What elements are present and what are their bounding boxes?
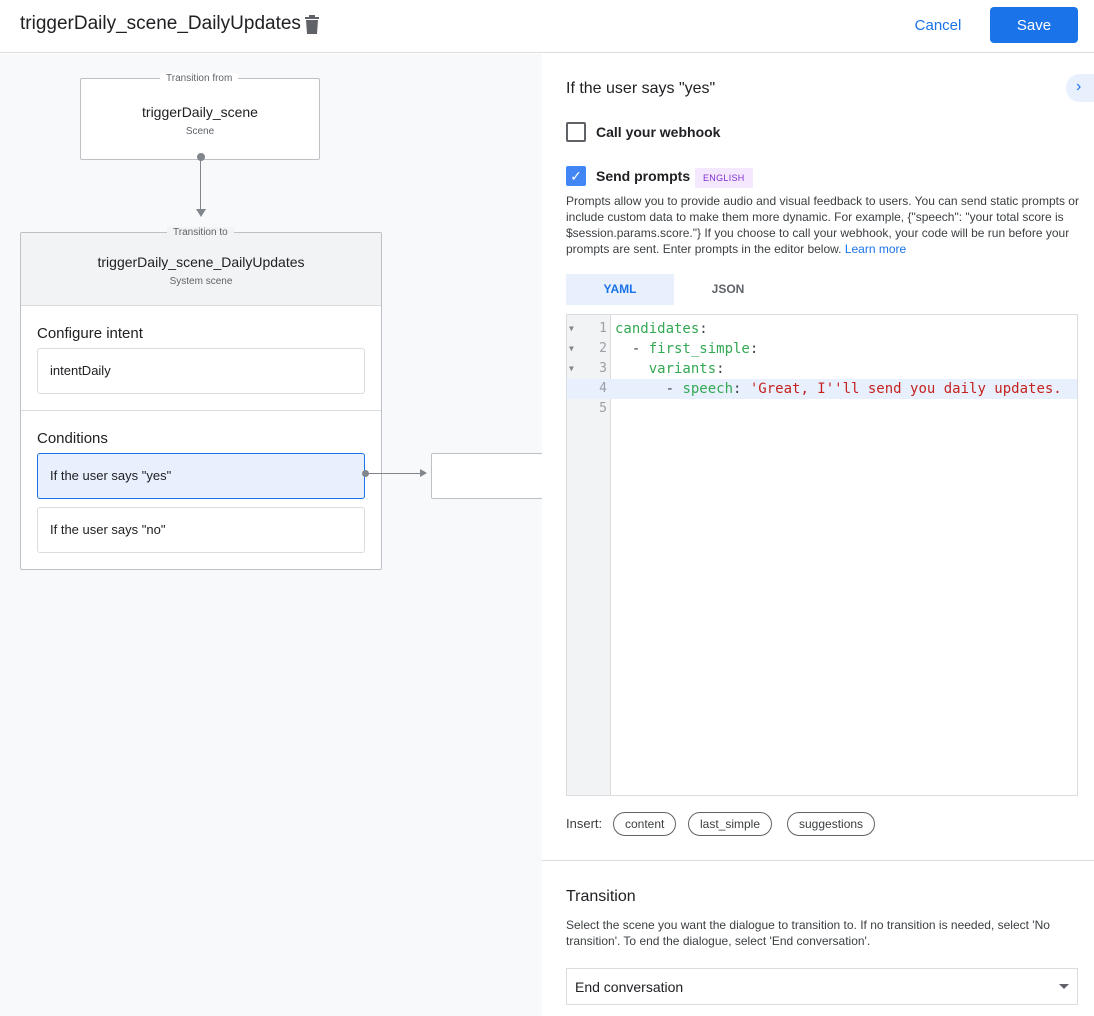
target-scene-node[interactable] <box>431 453 542 499</box>
yaml-key: variants <box>648 361 717 377</box>
learn-more-link[interactable]: Learn more <box>844 242 907 256</box>
code-line: 4 - speech: 'Great, I''ll send you daily… <box>567 379 1077 399</box>
code-line: ▼3 variants: <box>569 361 734 377</box>
transition-to-node[interactable]: triggerDaily_scene_DailyUpdates System s… <box>20 232 382 570</box>
condition-no[interactable]: If the user says "no" <box>37 507 365 553</box>
yaml-key: first_simple <box>648 341 750 357</box>
line-number: 2 <box>599 341 607 356</box>
insert-last-simple-chip[interactable]: last_simple <box>688 812 773 836</box>
insert-label: Insert: <box>566 816 603 831</box>
fold-arrow-icon[interactable]: ▼ <box>569 364 574 373</box>
connector-line <box>200 160 201 210</box>
insert-suggestions-chip[interactable]: suggestions <box>787 812 876 836</box>
panel-heading: If the user says "yes" <box>566 80 716 97</box>
chevron-right-icon[interactable]: › <box>1066 74 1094 102</box>
condition-yes[interactable]: If the user says "yes" <box>37 453 365 499</box>
from-scene-title: triggerDaily_scene <box>142 104 258 120</box>
send-prompts-label: Send prompts <box>596 168 691 184</box>
line-number: 3 <box>599 361 607 376</box>
to-scene-title: triggerDaily_scene_DailyUpdates <box>97 254 305 270</box>
connector-dot <box>362 470 369 477</box>
tab-yaml[interactable]: YAML <box>566 274 674 305</box>
from-scene-type: Scene <box>185 126 215 137</box>
description-text: Prompts allow you to provide audio and v… <box>566 194 1079 256</box>
arrow-right-icon <box>420 469 427 477</box>
transition-description: Select the scene you want the dialogue t… <box>566 918 1050 948</box>
flow-canvas[interactable]: triggerDaily_scene Scene Transition from… <box>0 54 542 1016</box>
connector-line <box>368 473 420 474</box>
configure-intent-heading: Configure intent <box>37 325 143 342</box>
transition-to-label: Transition to <box>167 227 234 238</box>
language-badge: ENGLISH <box>695 168 753 188</box>
fold-arrow-icon[interactable]: ▼ <box>569 324 574 333</box>
transition-from-node[interactable]: triggerDaily_scene Scene <box>80 78 320 160</box>
code-line: 5 <box>567 399 1077 419</box>
yaml-key: speech <box>682 381 734 397</box>
intent-item[interactable]: intentDaily <box>37 348 365 394</box>
conditions-heading: Conditions <box>37 430 108 447</box>
code-line: ▼2 - first_simple: <box>569 341 767 357</box>
line-number: 1 <box>599 321 607 336</box>
yaml-key: candidates <box>615 321 700 337</box>
header: triggerDaily_scene_DailyUpdates Cancel S… <box>0 0 1094 53</box>
dropdown-arrow-icon <box>1059 984 1069 994</box>
cancel-button[interactable]: Cancel <box>904 8 972 42</box>
to-scene-type: System scene <box>169 276 233 287</box>
arrow-down-icon <box>196 209 206 217</box>
prompts-description: Prompts allow you to provide audio and v… <box>566 193 1082 257</box>
webhook-checkbox[interactable] <box>566 122 586 142</box>
delete-icon[interactable] <box>304 15 320 34</box>
connector-dot <box>197 153 205 161</box>
condition-panel: › If the user says "yes" Call your webho… <box>542 54 1094 1016</box>
webhook-label: Call your webhook <box>596 124 721 140</box>
transition-select[interactable]: End conversation <box>566 968 1078 1005</box>
transition-value: End conversation <box>575 979 684 995</box>
page-title: triggerDaily_scene_DailyUpdates <box>20 13 301 34</box>
send-prompts-checkbox[interactable]: ✓ <box>566 166 586 186</box>
save-button[interactable]: Save <box>990 7 1078 43</box>
insert-content-chip[interactable]: content <box>613 812 677 836</box>
line-number: 5 <box>599 401 607 416</box>
line-number: 4 <box>599 381 607 396</box>
yaml-value: 'Great, I''ll send you daily updates. <box>749 381 1062 397</box>
transition-from-label: Transition from <box>160 73 239 84</box>
tab-json[interactable]: JSON <box>711 282 745 296</box>
fold-arrow-icon[interactable]: ▼ <box>569 344 574 353</box>
transition-heading: Transition <box>566 888 636 905</box>
